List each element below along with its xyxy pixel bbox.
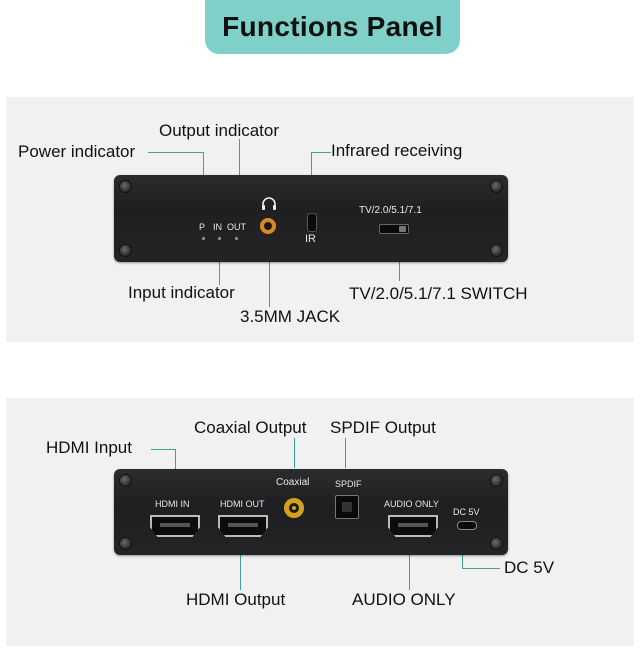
callout-audio-only: AUDIO ONLY [352, 590, 456, 609]
label-audio-only: AUDIO ONLY [384, 499, 439, 509]
output-led [235, 237, 238, 240]
label-p: P [199, 222, 206, 232]
label-hdmi-out: HDMI OUT [220, 499, 265, 509]
callout-hdmi-input: HDMI Input [46, 438, 132, 457]
callout-power-indicator: Power indicator [18, 142, 136, 161]
hdmi-in-port[interactable] [150, 515, 200, 537]
title-banner: Functions Panel [205, 0, 460, 54]
leader-audio-only [409, 544, 410, 590]
callout-input-indicator: Input indicator [128, 283, 235, 302]
page-title: Functions Panel [222, 11, 443, 42]
callout-spdif-output: SPDIF Output [330, 418, 436, 437]
back-device: HDMI IN HDMI OUT Coaxial SPDIF AUDIO ONL… [114, 469, 508, 555]
screw-icon [490, 474, 503, 487]
label-in: IN [213, 222, 222, 232]
leader-coaxial [294, 438, 295, 468]
input-led [218, 237, 221, 240]
audio-jack[interactable] [260, 218, 276, 234]
leader-input [219, 239, 220, 285]
dc-port[interactable] [457, 521, 477, 530]
spdif-port[interactable] [335, 495, 359, 519]
screw-icon [119, 537, 132, 550]
callout-hdmi-output: HDMI Output [186, 590, 286, 609]
screw-icon [119, 180, 132, 193]
callout-jack: 3.5MM JACK [240, 307, 341, 326]
hdmi-out-port[interactable] [218, 515, 268, 537]
leader-output [239, 139, 240, 175]
label-hdmi-in: HDMI IN [155, 499, 190, 509]
leader-spdif [345, 438, 346, 468]
label-switch-marking: TV/2.0/5.1/7.1 [359, 205, 422, 216]
callout-infrared: Infrared receiving [331, 141, 463, 160]
label-ir: IR [305, 233, 316, 245]
label-coaxial: Coaxial [276, 477, 310, 488]
audio-only-port[interactable] [388, 515, 438, 537]
screw-icon [490, 244, 503, 257]
leader-jack [269, 237, 270, 307]
headphones-icon [262, 197, 276, 210]
label-spdif: SPDIF [335, 479, 362, 489]
label-dc: DC 5V [453, 507, 480, 517]
callout-coaxial-output: Coaxial Output [194, 418, 307, 437]
power-led [202, 237, 205, 240]
ir-window [307, 213, 317, 232]
screw-icon [490, 537, 503, 550]
screw-icon [119, 474, 132, 487]
callout-output-indicator: Output indicator [159, 121, 280, 140]
leader-hdmi-output [240, 544, 241, 590]
back-panel-section: HDMI IN HDMI OUT Coaxial SPDIF AUDIO ONL… [6, 398, 634, 646]
leader-power [148, 152, 204, 153]
front-panel-section: P IN OUT IR TV/2.0/5.1/7.1 Output indica… [6, 97, 634, 342]
leader-ir [311, 152, 331, 153]
leader-hdmi-input [151, 449, 175, 450]
label-out: OUT [227, 222, 246, 232]
leader-dc-v [462, 544, 463, 569]
leader-dc-h [462, 568, 500, 569]
screw-icon [490, 180, 503, 193]
screw-icon [119, 244, 132, 257]
mode-switch[interactable] [379, 224, 409, 234]
front-device: P IN OUT IR TV/2.0/5.1/7.1 [114, 175, 508, 262]
coaxial-port[interactable] [284, 498, 304, 518]
callout-switch: TV/2.0/5.1/7.1 SWITCH [349, 284, 528, 303]
callout-dc: DC 5V [504, 558, 555, 577]
